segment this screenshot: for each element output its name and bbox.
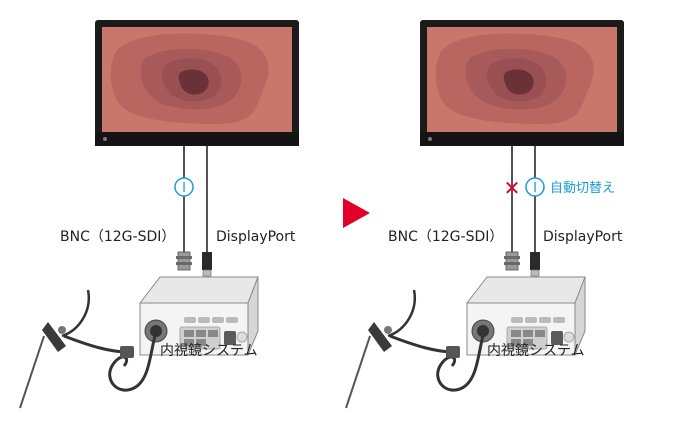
left-endoscope-icon [19,289,158,409]
auto-switch-label: 自動切替え [550,181,615,196]
left-bnc-label: BNC（12G-SDI） [60,229,175,245]
next-arrow-icon [343,198,370,228]
left-diagram: Ⅰ BNC（12G-SDI） DisplayPort 内視鏡システム [19,20,299,409]
right-signal-marker: Ⅰ [533,181,537,196]
left-dp-connector-icon [201,251,213,277]
right-monitor-icon [420,20,624,146]
cross-mark-icon: ✕ [504,176,521,200]
left-signal-marker-circle [174,177,194,197]
right-diagram: ✕ Ⅰ 自動切替え BNC（12G-SDI） DisplayPort 内視鏡シス… [345,20,624,409]
right-system-label: 内視鏡システム [487,343,585,359]
left-signal-marker: Ⅰ [182,181,186,196]
right-bnc-connector-icon [503,251,521,271]
left-monitor-icon [95,20,299,146]
left-system-label: 内視鏡システム [160,343,258,359]
right-endoscope-icon [345,289,486,409]
right-bnc-label: BNC（12G-SDI） [388,229,503,245]
left-dp-label: DisplayPort [216,229,296,245]
right-signal-marker-circle [525,177,545,197]
right-dp-label: DisplayPort [543,229,623,245]
right-dp-connector-icon [529,251,541,277]
left-bnc-connector-icon [175,251,193,271]
